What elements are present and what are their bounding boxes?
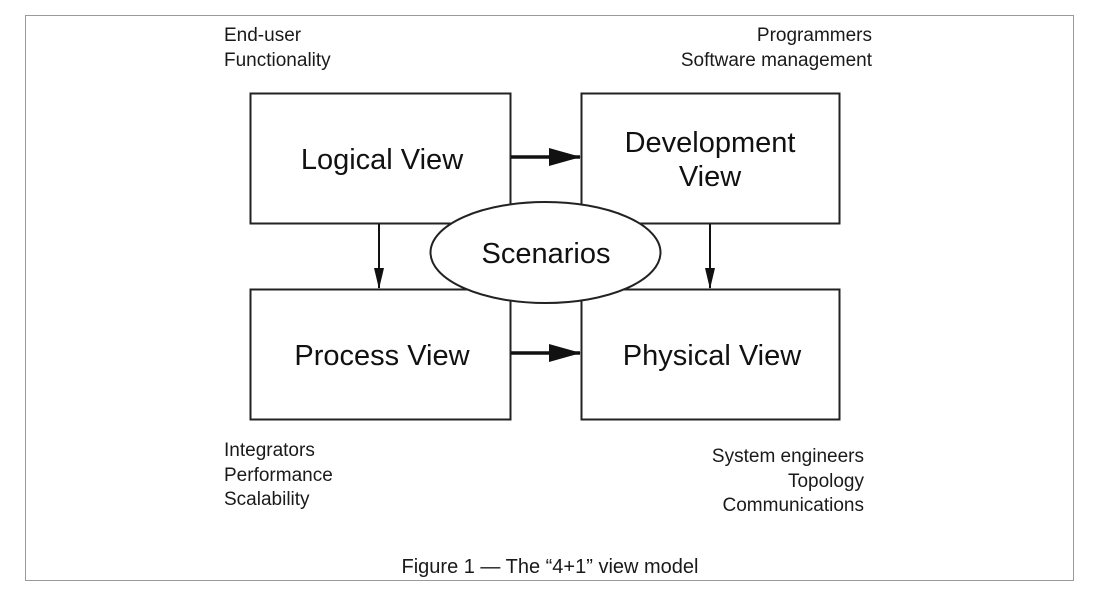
annotation-programmers: Programmers	[756, 25, 872, 46]
annotation-end-user: End-user	[224, 25, 302, 46]
process-view-box	[249, 288, 512, 421]
annotation-functionality: Functionality	[224, 49, 331, 71]
logical-view-stakeholders: End-user Functionality	[224, 24, 331, 73]
process-view-stakeholders: Integrators Performance Scalability	[224, 439, 333, 513]
arrow-logical-to-process-head	[374, 268, 384, 289]
scenarios-ellipse	[429, 201, 662, 304]
annotation-topology: Topology	[787, 470, 864, 492]
annotation-integrators: Integrators	[224, 440, 315, 461]
logical-view-label: Logical View	[301, 144, 464, 176]
annotation-performance: Performance	[224, 464, 333, 486]
development-view-box	[580, 92, 841, 225]
annotation-communications: Communications	[722, 495, 865, 516]
logical-view-box	[249, 92, 512, 225]
development-view-stakeholders: Programmers Software management	[681, 24, 872, 73]
figure-caption: Figure 1 — The “4+1” view model	[401, 556, 699, 578]
annotation-system-engineers: System engineers	[711, 446, 864, 467]
physical-view-stakeholders: System engineers Topology Communications	[712, 445, 864, 519]
development-view-label-line1: Development	[625, 127, 796, 159]
physical-view-box	[580, 288, 841, 421]
development-view-label-line2: View	[679, 161, 742, 193]
physical-view-label: Physical View	[623, 340, 802, 372]
annotation-software-management: Software management	[680, 49, 872, 71]
scenarios-label: Scenarios	[482, 238, 611, 270]
annotation-scalability: Scalability	[224, 489, 310, 510]
figure-frame	[25, 15, 1074, 581]
process-view-label: Process View	[294, 340, 470, 372]
arrow-development-to-physical-head	[705, 268, 715, 289]
